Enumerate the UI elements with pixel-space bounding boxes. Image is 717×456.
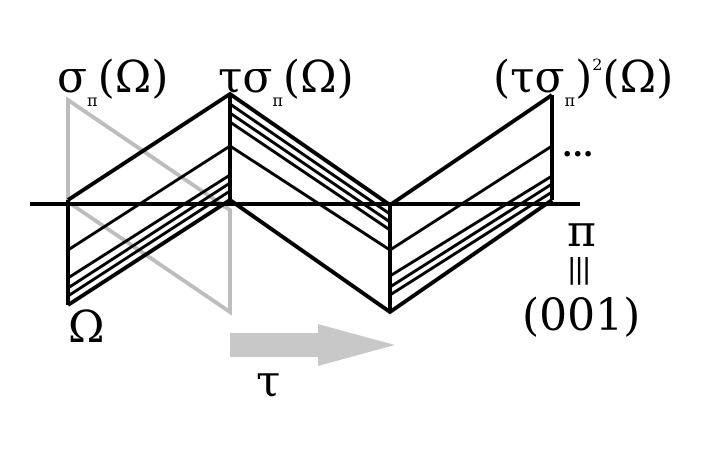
translation-arrow xyxy=(230,324,395,366)
layers-segment-2 xyxy=(229,102,391,252)
layers-segment-3 xyxy=(389,144,553,297)
label-tau-sigma-pi-squared-omega: (τσπ)2(Ω) xyxy=(493,52,674,110)
label-equivalence: ||| xyxy=(567,252,591,285)
label-tau-sigma-pi-omega: τσπ(Ω) xyxy=(218,52,354,110)
strip-bottom-edge xyxy=(66,197,554,315)
label-ellipsis: ... xyxy=(562,129,594,164)
layers-segment-1 xyxy=(67,144,231,298)
crystal-strip xyxy=(66,91,554,315)
label-plane-pi: π xyxy=(567,206,596,257)
label-omega: Ω xyxy=(68,302,105,353)
label-miller-index: (001) xyxy=(522,290,641,341)
reflected-crystal-outline xyxy=(66,96,232,316)
label-tau: τ xyxy=(256,356,281,407)
label-sigma-pi-omega: σπ(Ω) xyxy=(57,52,169,110)
strip-top-edge xyxy=(66,91,554,208)
